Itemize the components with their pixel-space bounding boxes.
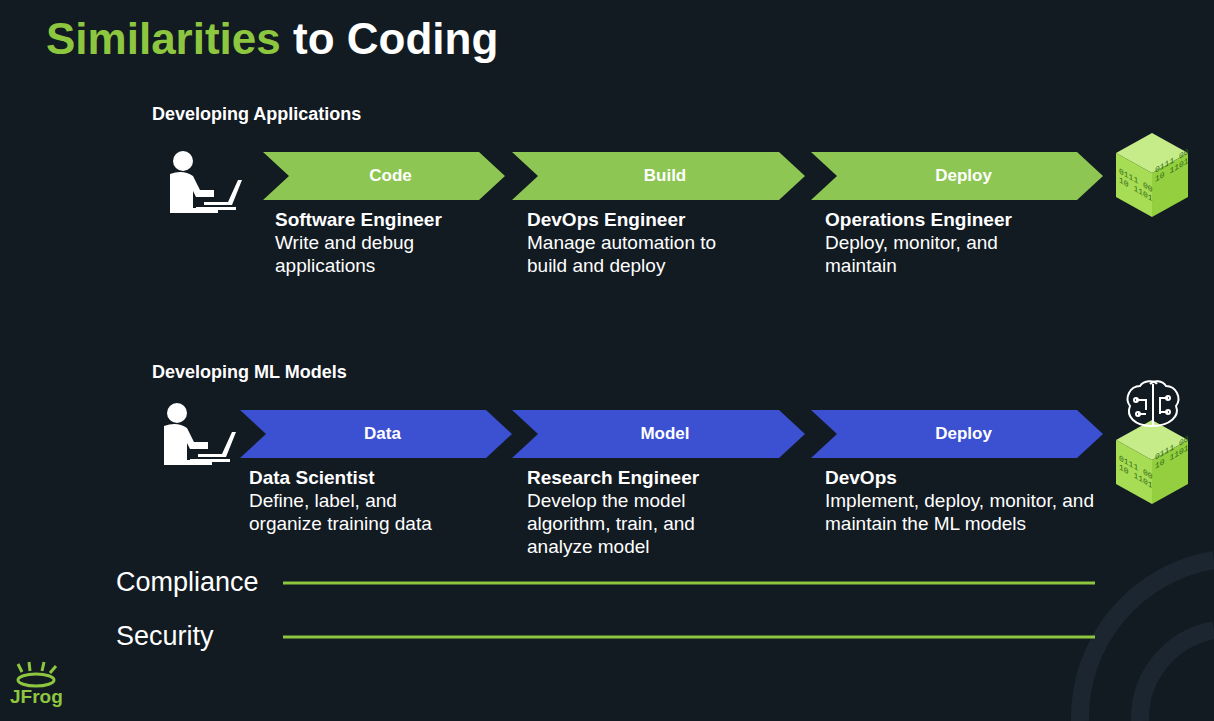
stage-name: Code (263, 152, 505, 200)
role-title: Data Scientist (249, 466, 469, 489)
brain-node (1134, 398, 1138, 402)
chevron-fill (512, 410, 805, 458)
role-title: DevOps Engineer (527, 208, 742, 231)
chevron-fill (811, 410, 1103, 458)
role-title: Operations Engineer (825, 208, 1030, 231)
watermark-arcs (1080, 560, 1214, 721)
compliance-line (283, 582, 1095, 585)
stage-name: Deploy (811, 410, 1103, 458)
stage-chevron: ModelResearch EngineerDevelop the model … (512, 410, 805, 560)
stage-chevron: CodeSoftware EngineerWrite and debug app… (263, 152, 505, 302)
brain-cube (1116, 420, 1188, 504)
stage-name: Build (512, 152, 805, 200)
brain-right (1150, 381, 1178, 426)
role-title: Software Engineer (275, 208, 480, 231)
watermark-arc (1080, 560, 1214, 721)
person-at-laptop-icon (164, 403, 236, 465)
brain-node (1136, 412, 1140, 416)
stage-description: DevOps EngineerManage automation to buil… (527, 208, 742, 277)
role-title: Research Engineer (527, 466, 727, 489)
role-description: Deploy, monitor, and maintain (825, 231, 1030, 277)
brain-node (1166, 396, 1170, 400)
role-description: Manage automation to build and deploy (527, 231, 742, 277)
cross-cutting-concern: Security (116, 621, 214, 652)
cube-left (1116, 440, 1152, 504)
brain-icon (1128, 381, 1179, 426)
role-description: Implement, deploy, monitor, and maintain… (825, 489, 1100, 535)
icon-desk (196, 207, 236, 210)
icon-desk (190, 459, 230, 462)
cube-left (1116, 153, 1152, 217)
brain-node (1166, 410, 1170, 414)
icon-head (173, 151, 193, 171)
role-description: Write and debug applications (275, 231, 480, 277)
stage-chevron: DeployOperations EngineerDeploy, monitor… (811, 152, 1103, 302)
icon-body (170, 172, 218, 213)
brain-circuits (1136, 384, 1168, 426)
stage-chevron: DataData ScientistDefine, label, and org… (240, 410, 512, 560)
icon-body (164, 424, 212, 465)
role-description: Develop the model algorithm, train, and … (527, 489, 727, 558)
logo-drops (18, 662, 56, 673)
icon-laptop (204, 180, 242, 205)
stage-name: Model (512, 410, 805, 458)
role-title: DevOps (825, 466, 1100, 489)
role-description: Define, label, and organize training dat… (249, 489, 469, 535)
chevron-fill (240, 410, 512, 458)
logo-text: JFrog (10, 686, 63, 708)
slide-title: Similarities to Coding (46, 14, 498, 64)
jfrog-logo-mark (18, 662, 56, 686)
watermark-arc (1140, 630, 1214, 721)
chevron-fill (811, 152, 1103, 200)
section-heading: Developing Applications (152, 104, 361, 125)
stage-description: Research EngineerDevelop the model algor… (527, 466, 727, 558)
stage-description: DevOpsImplement, deploy, monitor, and ma… (825, 466, 1100, 535)
person-at-laptop-icon (170, 151, 242, 213)
logo-splash (18, 674, 54, 686)
title-part: Similarities (46, 14, 281, 63)
chevron-fill (263, 152, 505, 200)
icon-laptop (198, 432, 236, 457)
stage-description: Operations EngineerDeploy, monitor, and … (825, 208, 1030, 277)
stage-description: Data ScientistDefine, label, and organiz… (249, 466, 469, 535)
chevron-fill (512, 152, 805, 200)
icon-head (167, 403, 187, 423)
stage-chevron: DeployDevOpsImplement, deploy, monitor, … (811, 410, 1103, 560)
cross-cutting-concern: Compliance (116, 567, 259, 598)
stage-chevron: BuildDevOps EngineerManage automation to… (512, 152, 805, 302)
stage-name: Data (240, 410, 512, 458)
title-part: to Coding (281, 14, 499, 63)
security-line (283, 636, 1095, 639)
stage-name: Deploy (811, 152, 1103, 200)
stage-description: Software EngineerWrite and debug applica… (275, 208, 480, 277)
binary-cube (1116, 133, 1188, 217)
section-heading: Developing ML Models (152, 362, 347, 383)
